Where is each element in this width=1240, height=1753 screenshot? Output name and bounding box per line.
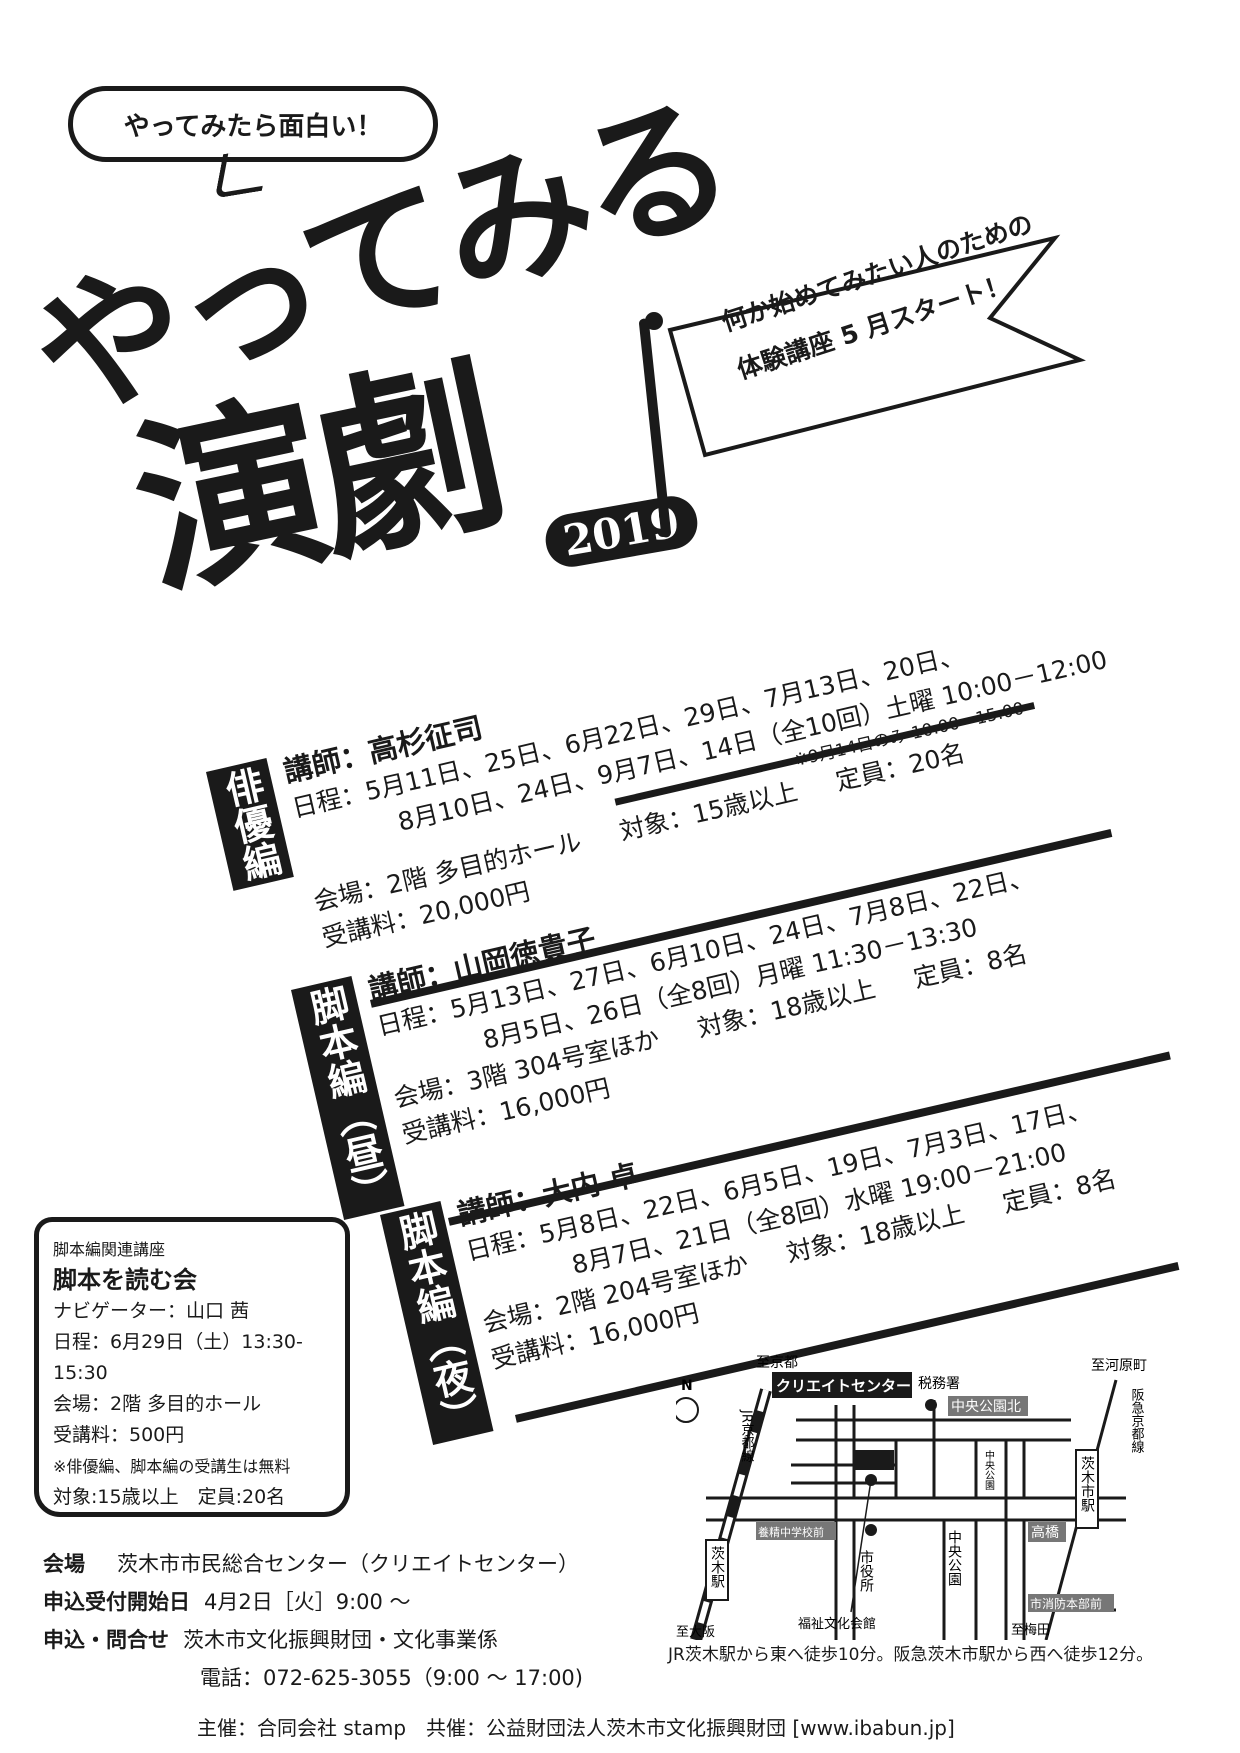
label: 申込・問合せ	[43, 1628, 169, 1652]
map-stop-takahashi: 高橋	[1031, 1524, 1059, 1541]
map-caption: JR茨木駅から東へ徒歩10分。阪急茨木市駅から西へ徒歩12分。	[668, 1645, 1154, 1665]
map-jr-line: JR京都線	[739, 1409, 755, 1462]
reading-session-box: 脚本編関連講座 脚本を読む会 ナビゲーター：山口 茜 日程：6月29日（土）13…	[34, 1217, 350, 1517]
value: 茨木市文化振興財団・文化事業係	[183, 1628, 498, 1652]
value: 茨木市市民総合センター（クリエイトセンター）	[117, 1552, 579, 1576]
year-badge: 2019	[541, 492, 702, 571]
map-to-umeda: 至梅田	[1011, 1623, 1050, 1638]
map-stop-north: 中央公園北	[951, 1399, 1021, 1415]
map-hankyu-line: 阪急京都線	[1129, 1388, 1145, 1453]
book-target: 対象:15歳以上 定員:20名	[53, 1486, 286, 1508]
book-fee: 受講料：500円	[53, 1424, 185, 1446]
map-hankyu-station: 茨木市駅	[1079, 1456, 1095, 1512]
book-navigator: ナビゲーター：山口 茜	[53, 1300, 250, 1322]
footer-venue: 会場 茨木市市民総合センター（クリエイトセンター）	[43, 1548, 579, 1578]
book-title: 脚本を読む会	[53, 1266, 197, 1294]
compass-icon	[676, 1397, 699, 1423]
map-to-osaka: 至大阪	[676, 1625, 715, 1640]
label: 申込受付開始日	[43, 1590, 190, 1614]
map-stop-school: 養精中学校前	[758, 1525, 824, 1539]
footer-phone: 電話：072-625-3055（9:00 〜 17:00)	[200, 1666, 583, 1690]
map-welfare-hall: 福祉文化会館	[798, 1617, 876, 1632]
label: 会場	[43, 1552, 85, 1576]
flag-pole-knob	[645, 312, 663, 330]
access-map: クリエイトセンター 至京都 N 税務署 中央公園北 中央公園 養精中学校前 市役…	[676, 1355, 1147, 1640]
speech-bubble: やってみたら面白い！	[68, 86, 438, 162]
map-tax-office: 税務署	[918, 1376, 960, 1392]
north-label: N	[681, 1378, 693, 1394]
map-city-hall: 市役所	[858, 1549, 874, 1592]
map-to-kawaramachi: 至河原町	[1091, 1358, 1147, 1374]
book-category: 脚本編関連講座	[53, 1240, 166, 1259]
map-park-small: 中央公園	[983, 1449, 995, 1491]
book-venue: 会場：2階 多目的ホール	[53, 1393, 262, 1415]
bubble-text: やってみたら面白い！	[123, 111, 383, 142]
map-create-center: クリエイトセンター	[776, 1377, 911, 1395]
book-note: ※俳優編、脚本編の受講生は無料	[53, 1457, 291, 1476]
book-schedule: 日程：6月29日（土）13:30-15:30	[53, 1331, 303, 1384]
map-to-kyoto: 至京都	[756, 1355, 798, 1371]
footer-contact: 申込・問合せ茨木市文化振興財団・文化事業係	[43, 1624, 498, 1654]
map-park: 中央公園	[946, 1530, 962, 1586]
footer-host: 主催：合同会社 stamp 共催：公益財団法人茨木市文化振興財団 [www.ib…	[197, 1716, 955, 1740]
flag-icon	[667, 234, 1086, 458]
map-stop-fire: 市消防本部前	[1030, 1596, 1102, 1611]
map-jr-station: 茨木駅	[709, 1546, 725, 1588]
value: 4月2日［火］9:00 〜	[204, 1590, 411, 1614]
footer-open: 申込受付開始日 4月2日［火］9:00 〜	[43, 1586, 411, 1616]
